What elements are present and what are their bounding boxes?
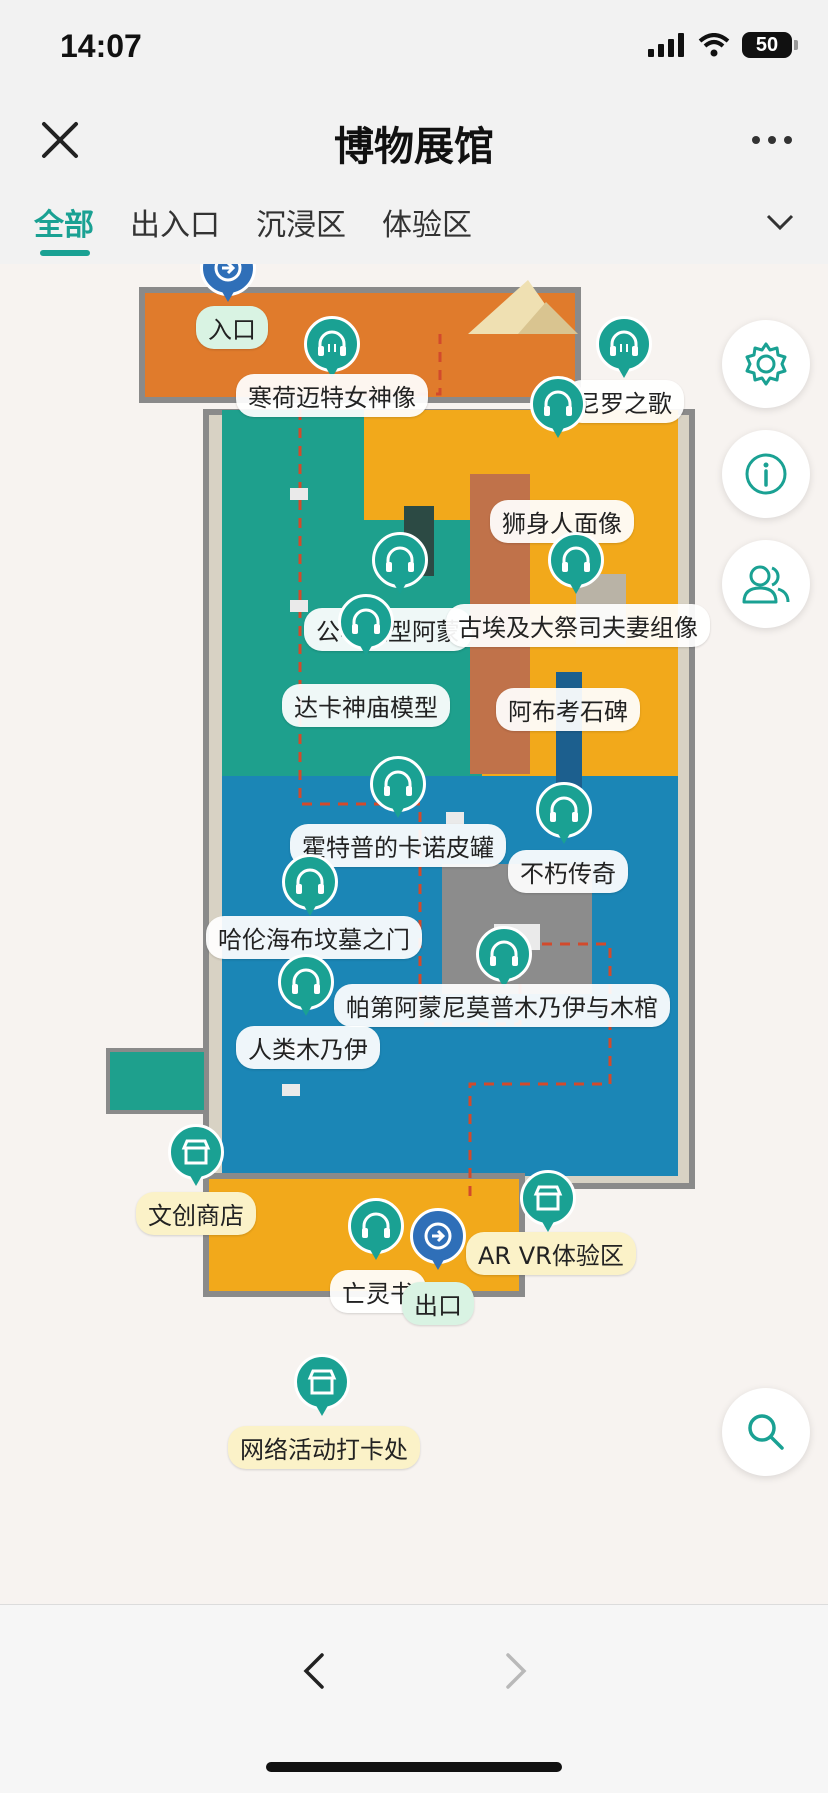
nav-bar: 博物展馆 — [0, 92, 828, 184]
audio-marker-book[interactable] — [348, 1198, 404, 1262]
shop-icon — [294, 1354, 350, 1410]
wifi-icon — [698, 33, 730, 57]
tab-entrances[interactable]: 出入口 — [130, 208, 220, 243]
status-bar: 14:07 50 — [0, 0, 828, 92]
label-arvr[interactable]: AR VR体验区 — [466, 1232, 636, 1275]
exit-marker[interactable] — [410, 1208, 466, 1272]
audio-marker-10[interactable] — [282, 854, 338, 918]
tab-all[interactable]: 全部 — [34, 208, 94, 243]
info-button[interactable] — [722, 430, 810, 518]
close-icon[interactable] — [36, 116, 84, 164]
settings-button[interactable] — [722, 320, 810, 408]
search-icon — [748, 1414, 784, 1450]
battery-icon: 50 — [742, 32, 798, 58]
audio-marker-2[interactable] — [596, 316, 652, 380]
headphones-icon — [476, 926, 532, 982]
back-arrow-icon[interactable] — [292, 1649, 336, 1693]
museum-map[interactable]: 入口 寒荷迈特女神像 尼罗之歌 狮身人面像 公羊造型阿蒙 古埃及大祭司夫妻组像 … — [0, 264, 828, 1604]
entrance-marker[interactable] — [200, 264, 256, 304]
label-exit[interactable]: 出口 — [402, 1282, 474, 1325]
audio-marker-9[interactable] — [536, 782, 592, 846]
more-icon[interactable] — [748, 120, 796, 160]
label-m9[interactable]: 不朽传奇 — [508, 850, 628, 893]
label-m6[interactable]: 达卡神庙模型 — [282, 684, 450, 727]
category-tabs: 全部 出入口 沉浸区 体验区 — [0, 184, 828, 264]
headphones-icon — [536, 782, 592, 838]
audio-marker-3[interactable] — [530, 376, 586, 440]
label-m12[interactable]: 人类木乃伊 — [236, 1026, 380, 1069]
label-m5[interactable]: 古埃及大祭司夫妻组像 — [446, 604, 710, 647]
signal-icon — [648, 33, 684, 57]
people-button[interactable] — [722, 540, 810, 628]
page-title: 博物展馆 — [334, 124, 494, 170]
checkin-marker[interactable] — [294, 1354, 350, 1418]
shop-marker[interactable] — [168, 1124, 224, 1188]
arvr-marker[interactable] — [520, 1170, 576, 1234]
label-m11[interactable]: 帕第阿蒙尼莫普木乃伊与木棺 — [334, 984, 670, 1027]
status-time: 14:07 — [60, 28, 142, 64]
battery-level: 50 — [755, 33, 779, 56]
audio-marker-6[interactable] — [338, 594, 394, 658]
audio-marker-4[interactable] — [372, 532, 428, 596]
audio-marker-12[interactable] — [278, 954, 334, 1018]
label-m10[interactable]: 哈伦海布坟墓之门 — [206, 916, 422, 959]
audio-marker-1[interactable] — [304, 316, 360, 380]
audio-marker-11[interactable] — [476, 926, 532, 990]
audio-marker-5[interactable] — [548, 532, 604, 596]
status-icons: 50 — [648, 32, 798, 58]
headphones-icon — [530, 376, 586, 432]
people-icon — [742, 565, 790, 604]
label-m1[interactable]: 寒荷迈特女神像 — [236, 374, 428, 417]
headphones-icon — [348, 1198, 404, 1254]
entrance-label[interactable]: 入口 — [196, 306, 268, 349]
tab-experience[interactable]: 体验区 — [382, 208, 472, 243]
headphones-icon — [370, 756, 426, 812]
headphones-icon — [282, 854, 338, 910]
info-icon — [745, 453, 787, 495]
search-button[interactable] — [722, 1388, 810, 1476]
gear-icon — [745, 342, 787, 386]
label-checkin[interactable]: 网络活动打卡处 — [228, 1426, 420, 1469]
home-indicator — [266, 1762, 562, 1772]
browser-toolbar — [0, 1604, 828, 1793]
audio-marker-8[interactable] — [370, 756, 426, 820]
chevron-down-icon[interactable] — [762, 204, 798, 240]
label-m7[interactable]: 阿布考石碑 — [496, 688, 640, 731]
headphones-icon — [278, 954, 334, 1010]
label-shop[interactable]: 文创商店 — [136, 1192, 256, 1235]
door-icon — [410, 1208, 466, 1264]
tab-active-underline — [40, 250, 90, 256]
tab-immersive[interactable]: 沉浸区 — [256, 208, 346, 243]
forward-arrow-icon[interactable] — [494, 1649, 538, 1693]
